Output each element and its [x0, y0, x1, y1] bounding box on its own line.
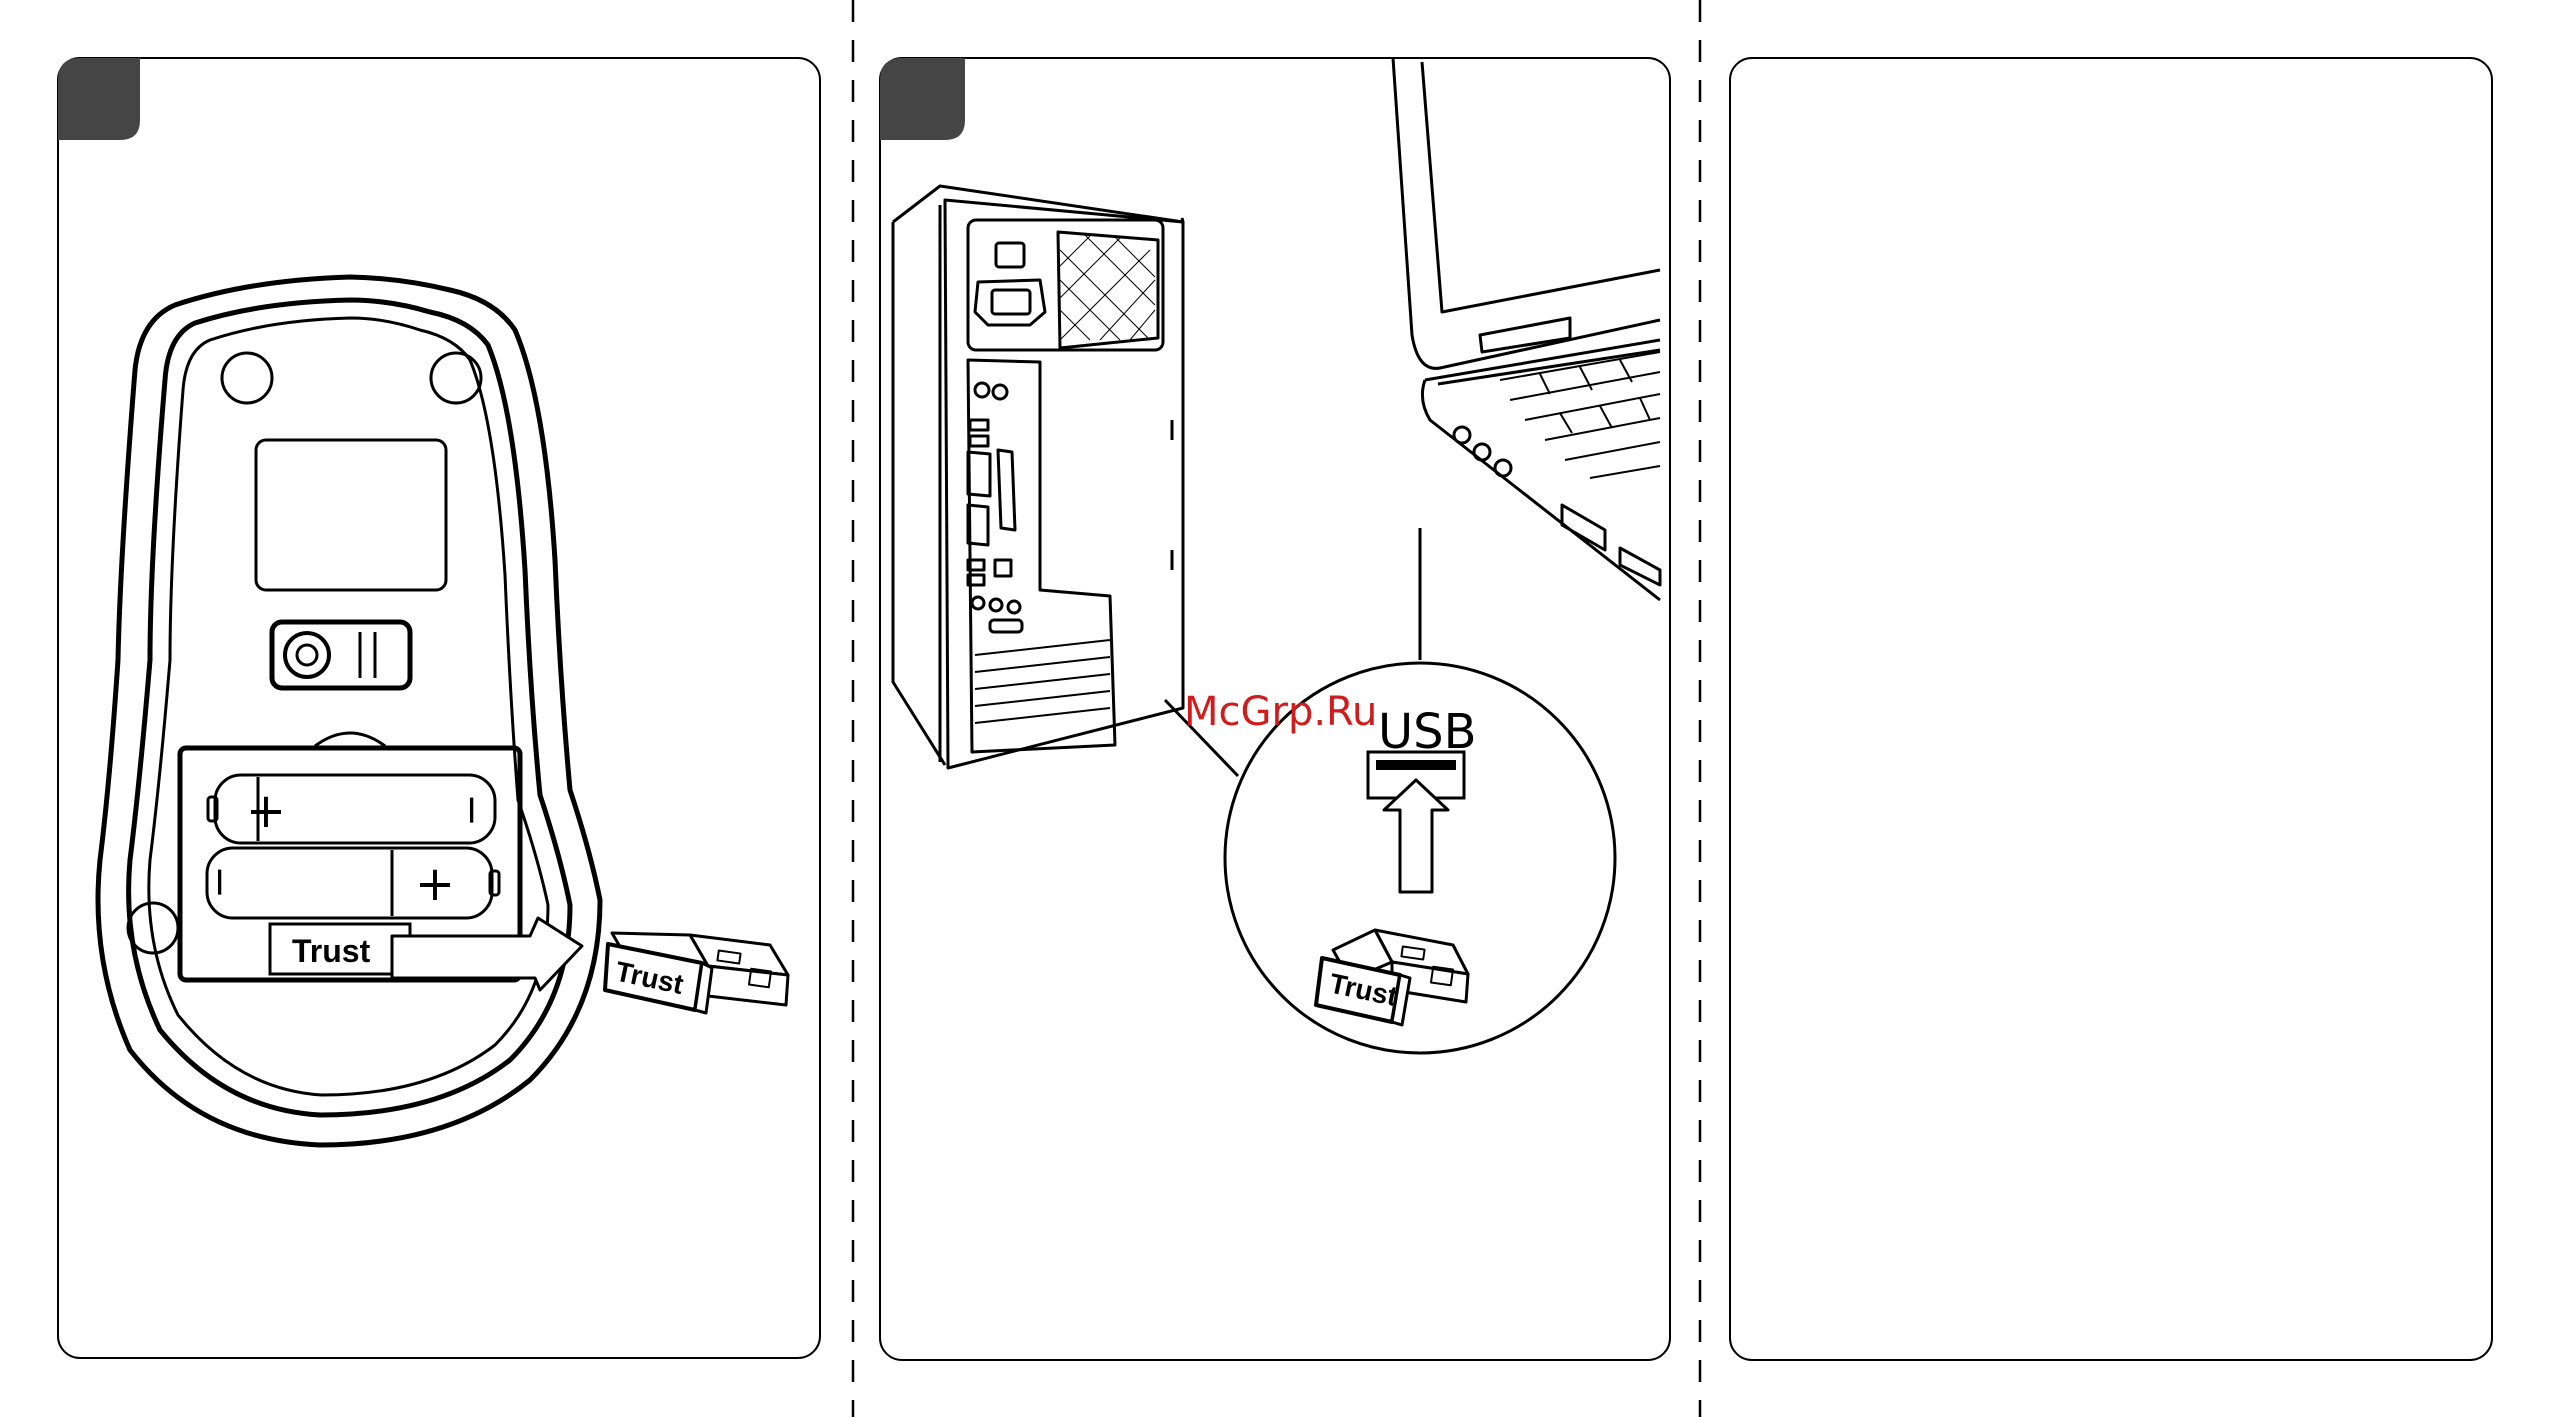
watermark: McGrp.Ru — [1184, 689, 1377, 735]
step-badge — [58, 58, 140, 140]
mouse-sensor-pad — [256, 440, 446, 590]
laptop-illustration — [1393, 58, 1660, 600]
battery-bottom-terminal — [490, 871, 499, 895]
mouse-foot-top-left — [222, 353, 272, 403]
tower-left-side — [893, 222, 945, 765]
battery-top-minus: − — [449, 793, 495, 827]
slot-trust-logo: Trust — [292, 933, 371, 969]
slot — [975, 674, 1110, 689]
expansion-slots — [975, 640, 1110, 723]
panel-step-1: + − + − Trust Trust — [58, 58, 820, 1358]
audio-jack-3 — [972, 597, 984, 609]
slot — [975, 640, 1110, 655]
keyboard-row — [1545, 418, 1660, 440]
key-divider — [1640, 398, 1650, 420]
laptop-jack-1 — [1454, 427, 1470, 443]
audio-jack-5 — [1008, 601, 1020, 613]
sensor-window-arc — [315, 733, 385, 746]
battery-bottom-minus: − — [197, 865, 243, 899]
usb-port-2 — [970, 436, 988, 446]
power-switch — [996, 243, 1024, 267]
keyboard-row — [1525, 394, 1660, 420]
audio-jack-4 — [990, 599, 1002, 611]
usb-port-1 — [970, 420, 988, 430]
parallel-port — [998, 450, 1015, 530]
slot — [975, 691, 1110, 706]
slot — [975, 657, 1110, 672]
slot — [975, 708, 1110, 723]
key-divider — [1600, 406, 1612, 428]
battery-bottom-plus: + — [415, 856, 455, 912]
battery-top-plus: + — [246, 783, 286, 839]
vga-port — [968, 452, 990, 496]
step-badge — [880, 58, 965, 140]
audio-jack-1 — [975, 383, 989, 397]
usb-port-tongue — [1376, 760, 1456, 770]
power-switch-knob — [285, 633, 329, 677]
laptop-hinge — [1480, 318, 1570, 352]
power-socket — [975, 280, 1045, 325]
power-switch-housing — [272, 622, 410, 688]
power-socket-inner — [992, 290, 1030, 314]
laptop-side-slot — [1620, 548, 1660, 585]
keyboard-row — [1590, 466, 1660, 478]
laptop-jack-2 — [1474, 444, 1490, 460]
panel-frame — [1730, 58, 2492, 1360]
remove-arrow — [392, 918, 582, 990]
key-divider — [1560, 413, 1572, 433]
desktop-tower-illustration — [893, 186, 1183, 768]
battery-bottom — [207, 848, 499, 918]
panel-frame — [58, 58, 820, 1358]
serial-port — [990, 620, 1022, 632]
mouse-foot-top-right — [431, 353, 481, 403]
audio-jack-2 — [993, 385, 1007, 399]
power-switch-knob-center — [297, 645, 317, 665]
laptop-lid-inner — [1422, 62, 1660, 312]
laptop-jack-3 — [1495, 460, 1511, 476]
mouse-underside-illustration — [98, 277, 600, 1145]
keyboard-row — [1565, 442, 1660, 460]
ethernet-port — [995, 560, 1011, 576]
laptop-usb-port — [1562, 505, 1605, 550]
panel-step-3 — [1730, 58, 2492, 1360]
mouse-outer-shell — [98, 277, 600, 1145]
panel-step-2: USB Trust McGrp.Ru — [880, 58, 1670, 1360]
mouse-inner-shell — [129, 300, 570, 1115]
battery-top-terminal — [208, 797, 217, 821]
key-divider — [1540, 374, 1550, 394]
